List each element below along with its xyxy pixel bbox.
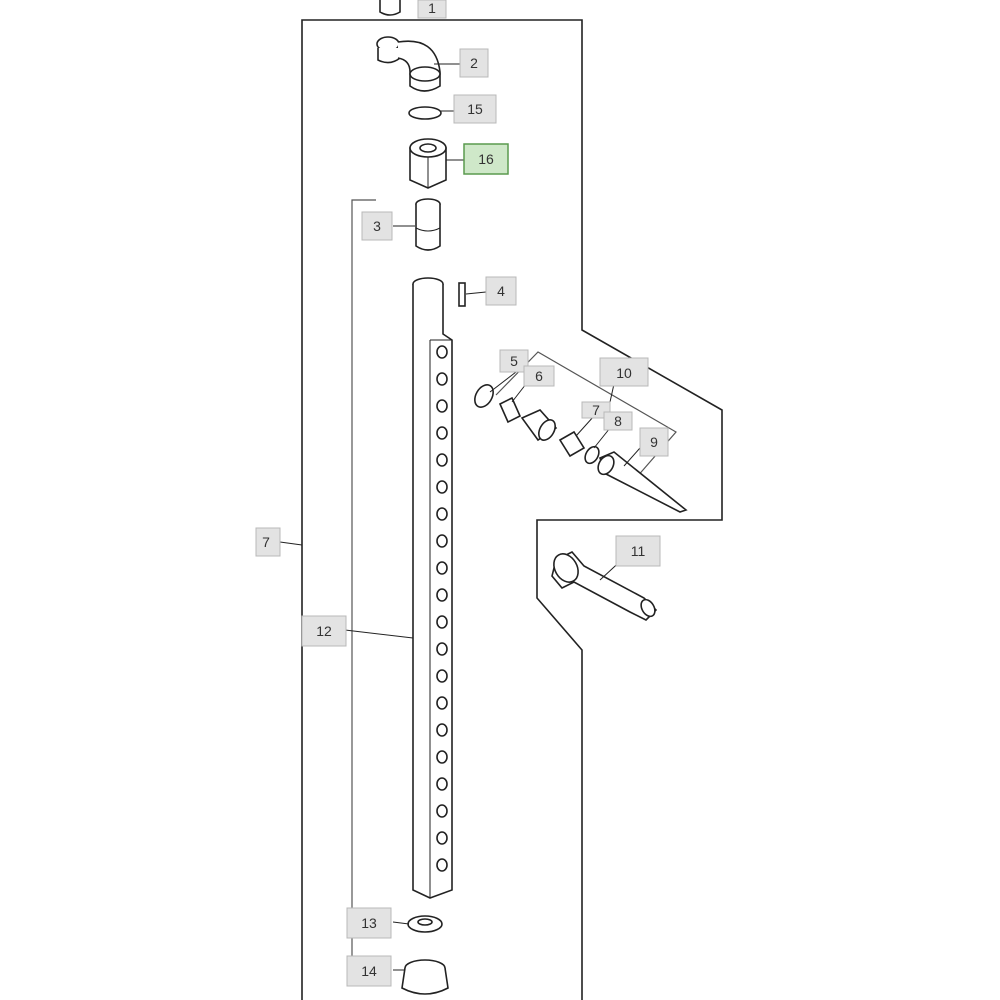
callout-5[interactable]: 5 bbox=[499, 349, 529, 373]
part-3-sleeve bbox=[415, 198, 441, 251]
part-15-o-ring bbox=[408, 106, 442, 120]
manifold-hole bbox=[436, 453, 448, 467]
callout-12[interactable]: 12 bbox=[301, 615, 347, 647]
part-5-o-ring bbox=[474, 384, 494, 408]
callout-4[interactable]: 4 bbox=[485, 276, 517, 306]
callout-13-label: 13 bbox=[361, 915, 377, 931]
manifold-hole bbox=[436, 399, 448, 413]
manifold-hole bbox=[436, 345, 448, 359]
manifold-hole bbox=[436, 534, 448, 548]
callout-9[interactable]: 9 bbox=[639, 427, 669, 457]
inner-frame bbox=[351, 199, 380, 986]
callout-1[interactable]: 1 bbox=[417, 0, 447, 19]
manifold-hole bbox=[436, 480, 448, 494]
manifold-hole bbox=[436, 696, 448, 710]
callout-3-label: 3 bbox=[373, 218, 381, 234]
callout-11-label: 11 bbox=[631, 543, 646, 559]
part-11-tool bbox=[551, 551, 658, 621]
manifold-hole bbox=[436, 588, 448, 602]
callout-2-label: 2 bbox=[470, 55, 478, 71]
callout-3[interactable]: 3 bbox=[361, 211, 393, 241]
manifold-hole bbox=[436, 561, 448, 575]
callout-5-label: 5 bbox=[510, 353, 518, 369]
callout-9-label: 9 bbox=[650, 434, 658, 450]
part-4-pin bbox=[458, 282, 466, 307]
part-13-washer bbox=[407, 915, 443, 933]
part-14-cap bbox=[401, 959, 449, 995]
part-12-manifold-column bbox=[412, 277, 453, 899]
part-2-elbow bbox=[376, 36, 441, 92]
callout-4-label: 4 bbox=[497, 283, 505, 299]
manifold-hole bbox=[436, 723, 448, 737]
callout-15-label: 15 bbox=[467, 101, 483, 117]
callout-11[interactable]: 11 bbox=[615, 535, 661, 567]
callout-1-label: 1 bbox=[428, 0, 436, 16]
manifold-hole bbox=[436, 777, 448, 791]
part-7-spacer bbox=[558, 430, 586, 458]
callout-16-label: 16 bbox=[478, 151, 494, 167]
manifold-hole bbox=[436, 615, 448, 629]
callout-10-label: 10 bbox=[616, 365, 632, 381]
manifold-hole bbox=[436, 831, 448, 845]
part-1-fitting bbox=[379, 0, 401, 16]
callout-8-label: 8 bbox=[614, 413, 622, 429]
callout-13[interactable]: 13 bbox=[346, 907, 392, 939]
manifold-hole bbox=[436, 804, 448, 818]
callout-16[interactable]: 16 bbox=[463, 143, 509, 175]
manifold-hole bbox=[436, 507, 448, 521]
callout-2[interactable]: 2 bbox=[459, 48, 489, 78]
manifold-hole bbox=[436, 642, 448, 656]
callout-7-nozzle-label: 7 bbox=[592, 402, 600, 418]
callout-14-label: 14 bbox=[361, 963, 377, 979]
part-16-block bbox=[409, 138, 447, 189]
callout-7-assembly-label: 7 bbox=[262, 534, 270, 550]
part-6-union bbox=[520, 409, 558, 442]
callout-6[interactable]: 6 bbox=[523, 365, 555, 387]
callout-7-assembly[interactable]: 7 bbox=[255, 527, 281, 557]
leader-lines bbox=[279, 63, 641, 971]
callout-7-nozzle[interactable]: 7 bbox=[581, 401, 611, 419]
manifold-hole bbox=[436, 426, 448, 440]
manifold-hole bbox=[436, 750, 448, 764]
callout-8[interactable]: 8 bbox=[603, 411, 633, 431]
part-6-bushing bbox=[498, 396, 522, 424]
manifold-hole bbox=[436, 372, 448, 386]
part-8-washer bbox=[584, 445, 600, 465]
callout-15[interactable]: 15 bbox=[453, 94, 497, 124]
manifold-hole bbox=[436, 669, 448, 683]
callout-6-label: 6 bbox=[535, 368, 543, 384]
manifold-hole bbox=[436, 858, 448, 872]
assembly-frame bbox=[301, 19, 723, 1000]
part-9-nozzle-tip bbox=[597, 451, 688, 513]
callout-12-label: 12 bbox=[316, 623, 332, 639]
manifold-holes bbox=[436, 345, 448, 872]
callout-14[interactable]: 14 bbox=[346, 955, 392, 987]
callout-10[interactable]: 10 bbox=[599, 357, 649, 387]
